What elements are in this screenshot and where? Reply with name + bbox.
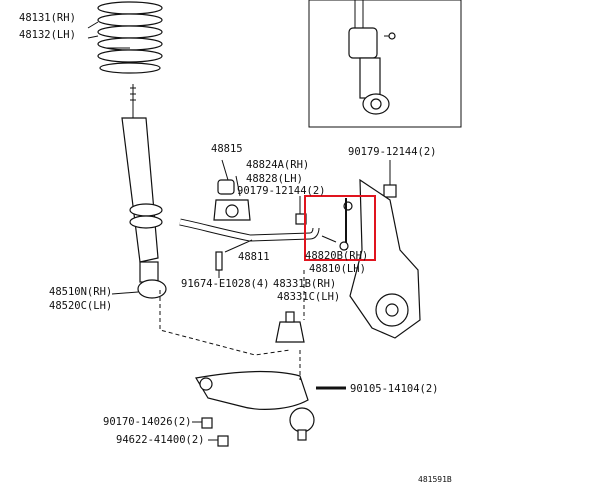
label-stabilizer-bar: 48811 <box>238 251 270 263</box>
ball-joint <box>275 311 305 343</box>
label-absorber-lh: 48520C(LH) <box>49 300 112 312</box>
label-bolt-e1028: 91674-E1028(4) <box>181 278 270 290</box>
label-absorber-rh: 48510N(RH) <box>49 286 112 298</box>
diagram-code: 481591B <box>418 475 452 484</box>
label-bolt-14104: 90105-14104(2) <box>350 383 439 395</box>
label-knuckle-rh: 48331B(RH) <box>273 278 336 290</box>
nut-90179 <box>295 160 397 225</box>
assembly-lines <box>159 270 305 380</box>
label-nut-12144-mid: 90179-12144(2) <box>237 185 326 197</box>
arm-bolts <box>201 386 346 447</box>
inset-detail <box>308 0 462 128</box>
label-knuckle-lh: 48331C(LH) <box>277 291 340 303</box>
stabilizer-bar <box>179 218 320 253</box>
label-link-lh: 48810(LH) <box>309 263 366 275</box>
leader-lines <box>192 388 346 441</box>
label-link-rh: 48820B(RH) <box>305 250 368 262</box>
coil-spring <box>87 1 163 74</box>
shock-absorber <box>107 47 167 299</box>
label-bushing-lh: 48828(LH) <box>246 173 303 185</box>
label-bracket-48815: 48815 <box>211 143 243 155</box>
bushing-bracket <box>213 159 251 221</box>
highlight-box <box>304 195 376 261</box>
label-nut-12144-top: 90179-12144(2) <box>348 146 437 158</box>
steering-knuckle <box>349 178 421 339</box>
label-washer-41400: 94622-41400(2) <box>116 434 205 446</box>
label-bushing-rh: 48824A(RH) <box>246 159 309 171</box>
stabilizer-link <box>321 198 353 251</box>
bolt-91674 <box>215 251 223 278</box>
label-nut-14026: 90170-14026(2) <box>103 416 192 428</box>
label-spring-lh: 48132(LH) <box>19 29 76 41</box>
label-spring-rh: 48131(RH) <box>19 12 76 24</box>
lower-control-arm <box>195 370 315 441</box>
